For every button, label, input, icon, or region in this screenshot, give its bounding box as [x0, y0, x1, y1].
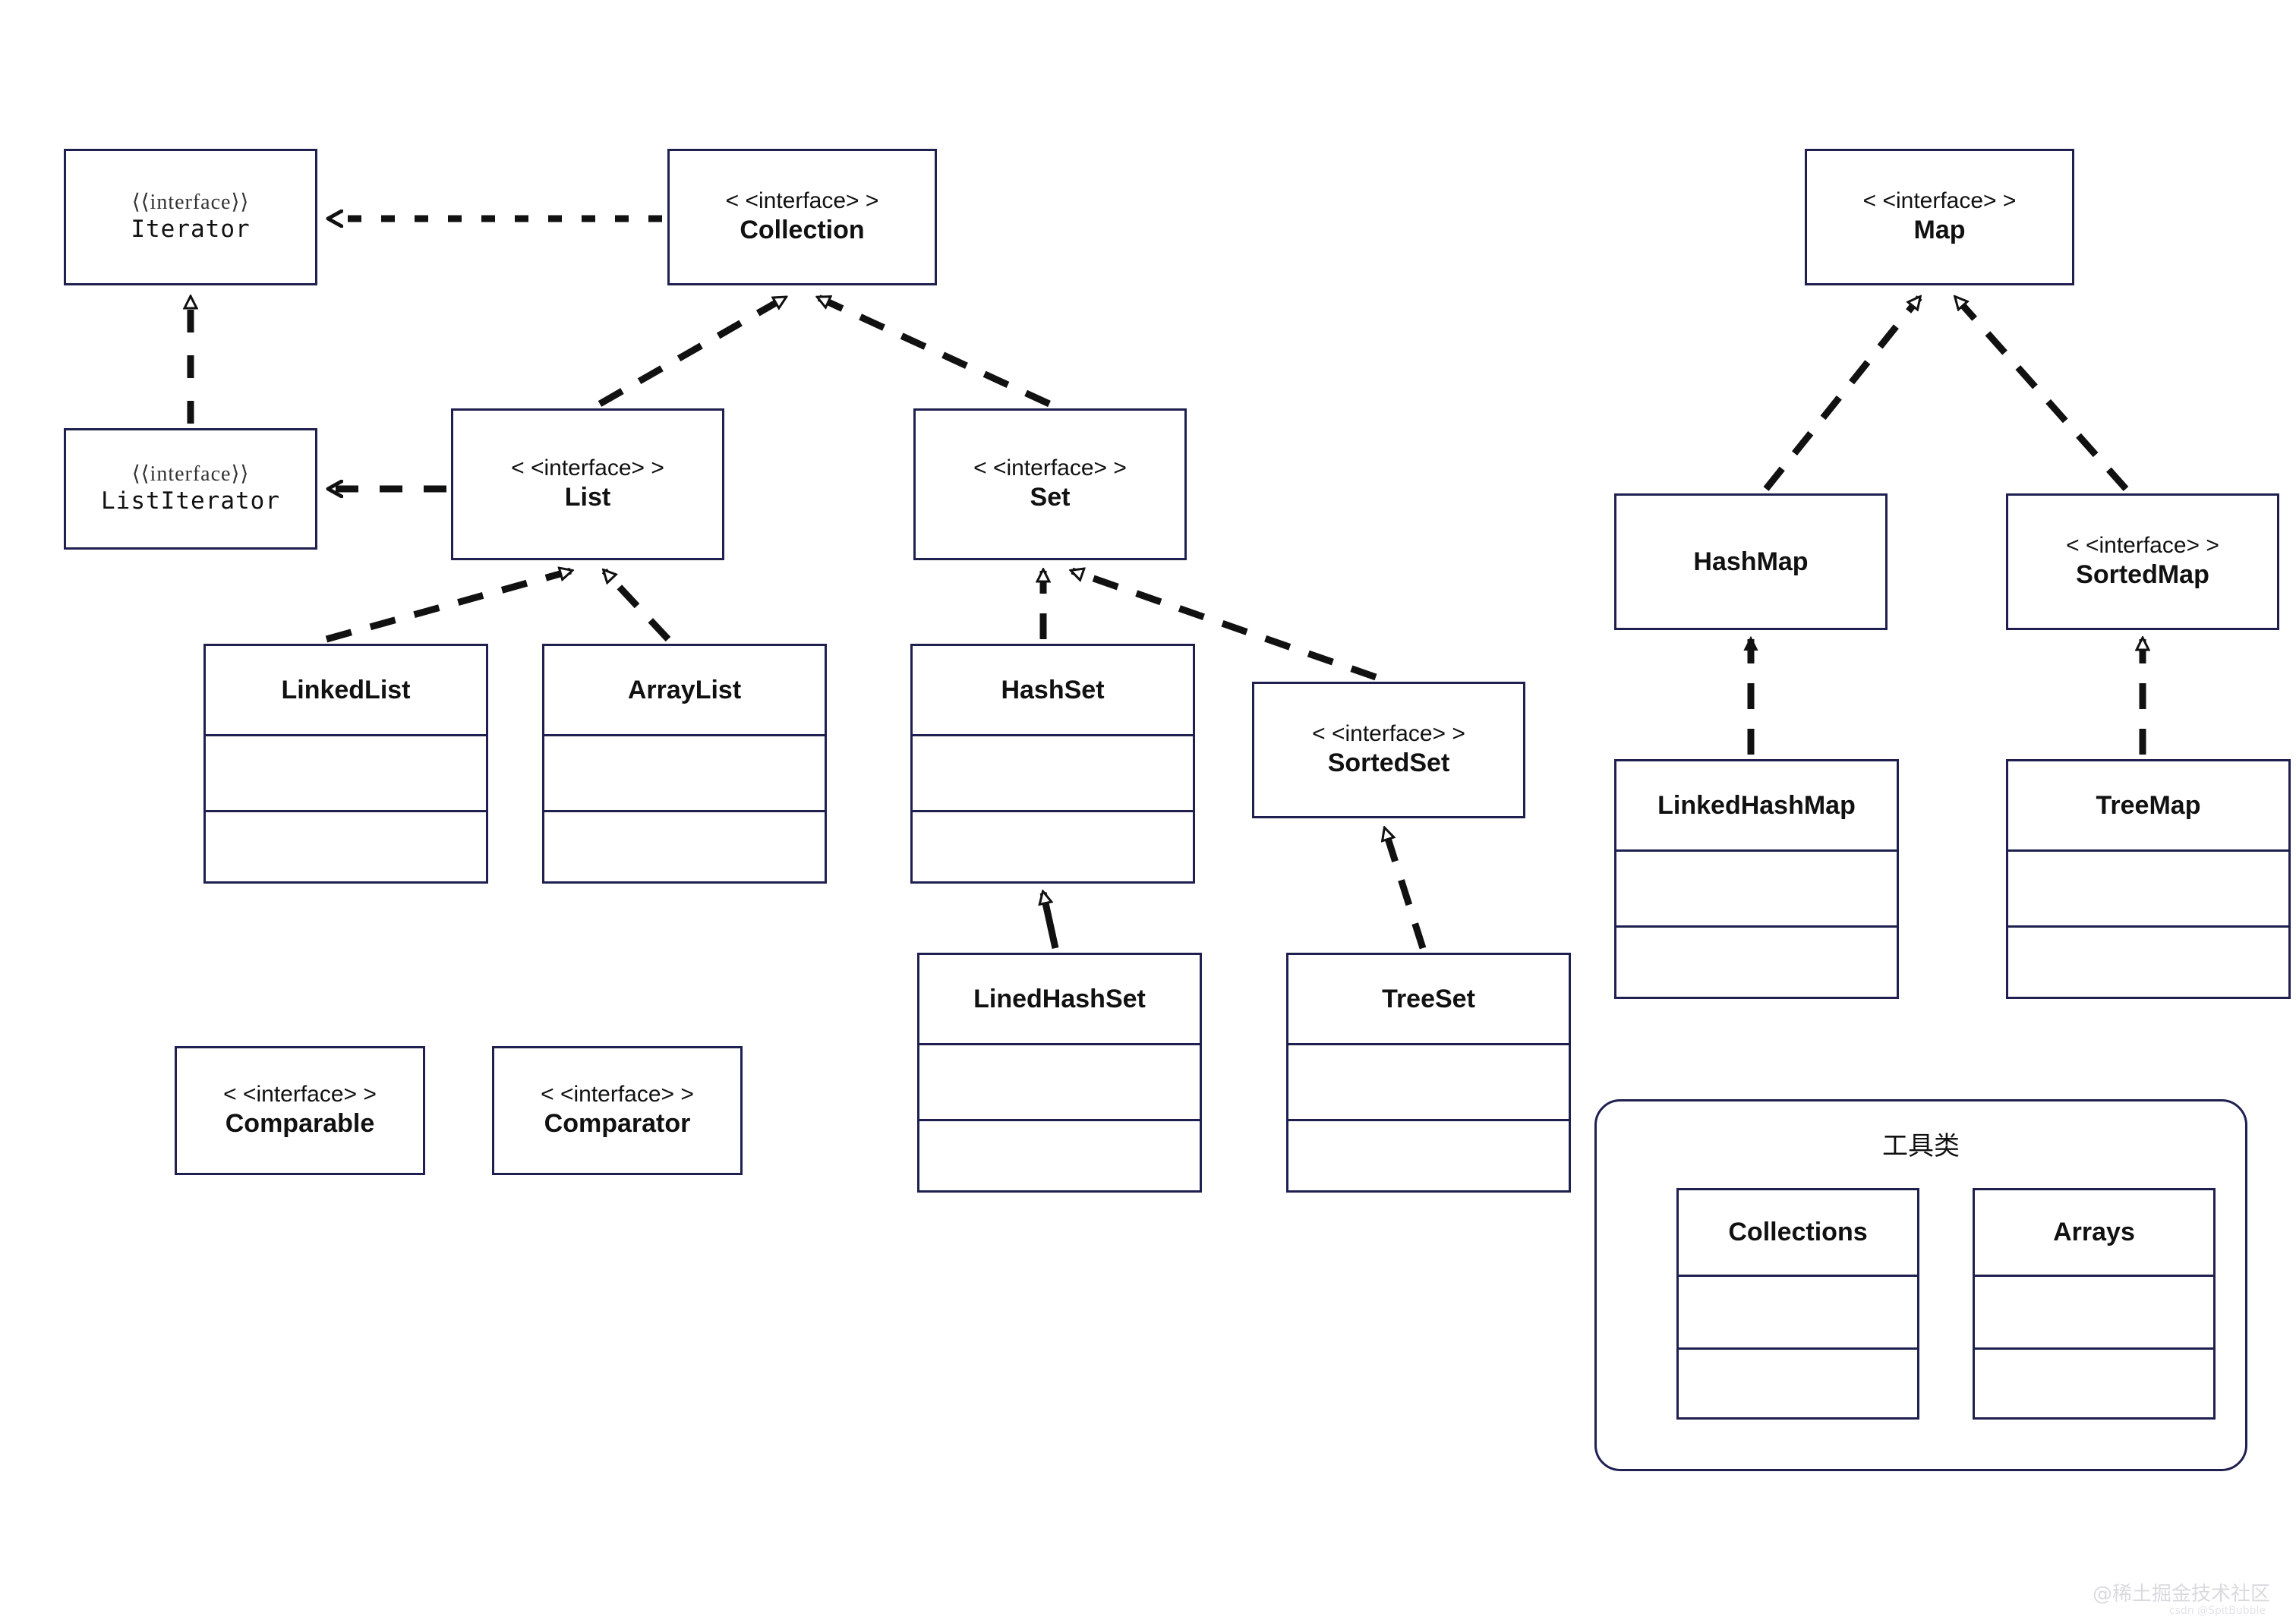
node-comparable[interactable]: < <interface> > Comparable — [175, 1046, 425, 1175]
stereotype-label: < <interface> > — [973, 455, 1127, 481]
methods-compartment — [913, 810, 1193, 886]
edge-arraylist-to-list — [604, 571, 671, 642]
methods-compartment — [919, 1119, 1200, 1195]
class-name: ArrayList — [627, 675, 742, 704]
attributes-compartment — [1975, 1275, 2213, 1347]
node-list[interactable]: < <interface> > List — [451, 408, 724, 560]
stereotype-label: ⟨⟨interface⟩⟩ — [131, 191, 250, 215]
methods-compartment — [206, 810, 486, 886]
class-name: SortedMap — [2076, 559, 2209, 589]
node-treeset[interactable]: TreeSet — [1286, 953, 1571, 1193]
node-set[interactable]: < <interface> > Set — [913, 408, 1187, 560]
node-hashmap[interactable]: HashMap — [1614, 493, 1888, 630]
node-iterator[interactable]: ⟨⟨interface⟩⟩ Iterator — [64, 149, 317, 285]
edge-treeset-to-sortedset — [1385, 829, 1427, 950]
attributes-compartment — [919, 1043, 1200, 1119]
node-collection[interactable]: < <interface> > Collection — [667, 149, 937, 285]
stereotype-label: < <interface> > — [2066, 533, 2219, 559]
utility-group-title: 工具类 — [1882, 1131, 1960, 1161]
node-map[interactable]: < <interface> > Map — [1805, 149, 2074, 285]
node-linkedhashmap[interactable]: LinkedHashMap — [1614, 759, 1899, 999]
attributes-compartment — [2008, 849, 2288, 925]
node-linkedlist[interactable]: LinkedList — [203, 644, 488, 884]
attributes-compartment — [1288, 1043, 1569, 1119]
methods-compartment — [1679, 1347, 1917, 1420]
edge-sortedset-to-set — [1072, 571, 1377, 681]
stereotype-label: < <interface> > — [511, 455, 664, 481]
edge-list-to-collection — [598, 295, 785, 407]
class-name: List — [564, 482, 611, 512]
class-name: HashMap — [1693, 547, 1809, 576]
edge-linkedlist-to-list — [325, 571, 571, 643]
stereotype-label: < <interface> > — [541, 1082, 694, 1108]
stereotype-label: < <interface> > — [725, 188, 879, 214]
class-name: Comparator — [544, 1108, 691, 1138]
class-name: TreeSet — [1382, 984, 1475, 1013]
edge-sortedmap-to-map — [1956, 298, 2129, 491]
class-name: ListIterator — [101, 487, 280, 515]
node-treemap[interactable]: TreeMap — [2006, 759, 2291, 999]
class-name: Collection — [740, 215, 865, 244]
edge-hashmap-to-map — [1763, 298, 1922, 491]
attributes-compartment — [206, 734, 486, 810]
attributes-compartment — [1616, 849, 1897, 925]
class-name: Map — [1913, 215, 1966, 244]
methods-compartment — [1975, 1347, 2213, 1420]
attributes-compartment — [544, 734, 825, 810]
attributes-compartment — [1679, 1275, 1917, 1347]
attributes-compartment — [913, 734, 1193, 810]
stereotype-label: < <interface> > — [223, 1082, 377, 1108]
class-name: LinedHashSet — [973, 984, 1146, 1013]
class-name: TreeMap — [2096, 790, 2201, 820]
node-collections[interactable]: Collections — [1676, 1188, 1919, 1420]
stereotype-label: < <interface> > — [1862, 188, 2017, 214]
node-arrays[interactable]: Arrays — [1973, 1188, 2216, 1420]
node-sortedset[interactable]: < <interface> > SortedSet — [1252, 682, 1525, 818]
node-arraylist[interactable]: ArrayList — [542, 644, 827, 884]
methods-compartment — [2008, 925, 2288, 1001]
edge-set-to-collection — [818, 294, 1051, 408]
class-name: LinkedList — [281, 675, 411, 704]
class-name: HashSet — [1001, 675, 1105, 704]
watermark-subtext: csdn @SpitBubble — [2168, 1605, 2266, 1617]
class-name: SortedSet — [1327, 748, 1450, 777]
class-name: Iterator — [131, 215, 251, 243]
node-comparator[interactable]: < <interface> > Comparator — [492, 1046, 743, 1175]
stereotype-label: ⟨⟨interface⟩⟩ — [131, 462, 250, 487]
class-name: Arrays — [2053, 1218, 2135, 1247]
methods-compartment — [1616, 925, 1897, 1001]
edge-linedhashset-to-hashset — [1043, 893, 1059, 949]
node-linedhashset[interactable]: LinedHashSet — [917, 953, 1202, 1193]
class-name: LinkedHashMap — [1657, 790, 1856, 820]
node-sortedmap[interactable]: < <interface> > SortedMap — [2006, 493, 2279, 630]
class-name: Set — [1030, 482, 1071, 512]
stereotype-label: < <interface> > — [1312, 721, 1465, 747]
methods-compartment — [544, 810, 825, 886]
class-name: Comparable — [225, 1108, 375, 1138]
node-listiterator[interactable]: ⟨⟨interface⟩⟩ ListIterator — [64, 428, 317, 550]
methods-compartment — [1288, 1119, 1569, 1195]
watermark-text: @稀土掘金技术社区 — [2092, 1583, 2270, 1606]
node-hashset[interactable]: HashSet — [910, 644, 1195, 884]
class-name: Collections — [1728, 1218, 1868, 1247]
